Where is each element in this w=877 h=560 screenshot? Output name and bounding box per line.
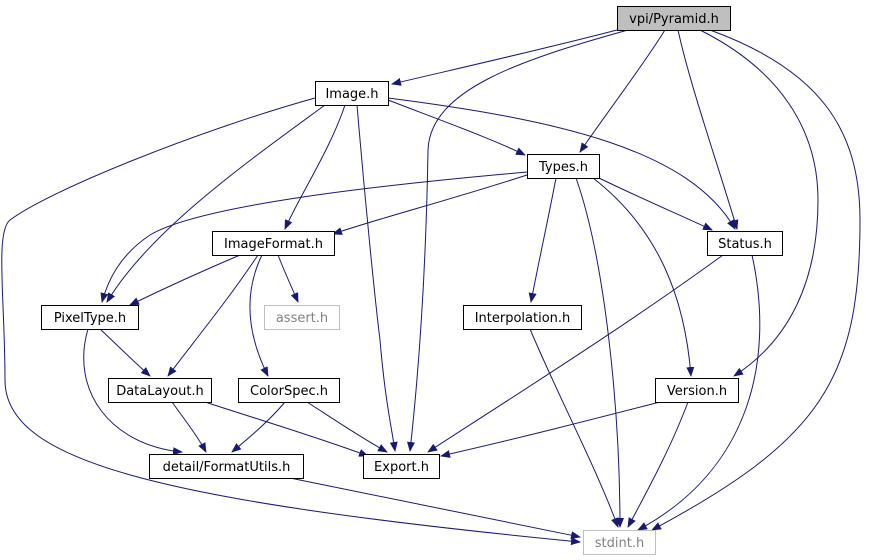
node-box	[108, 378, 212, 403]
edge-datalayout-to-export	[204, 401, 369, 457]
node-box	[617, 6, 731, 31]
edge-pyramid-to-status	[677, 29, 739, 230]
node-box	[212, 231, 335, 256]
edge-colorspec-to-export	[306, 401, 388, 453]
edge-pyramid-to-export	[407, 29, 629, 452]
edge-types-to-pixeltype	[100, 171, 528, 303]
edge-types-to-version	[592, 177, 695, 377]
edge-imageformat-to-pixeltype	[129, 254, 241, 306]
edge-status-to-stdint	[637, 254, 761, 531]
node-box	[707, 231, 783, 256]
edge-datalayout-to-formatutils	[171, 401, 207, 453]
edges-layer	[1, 29, 861, 546]
node-imageformat[interactable]: ImageFormat.h	[212, 231, 335, 256]
node-label: PixelType.h	[54, 311, 126, 326]
node-status[interactable]: Status.h	[707, 231, 783, 256]
node-box	[41, 305, 139, 330]
node-colorspec[interactable]: ColorSpec.h	[238, 378, 340, 403]
node-version[interactable]: Version.h	[655, 378, 739, 403]
node-label: ImageFormat.h	[224, 237, 323, 252]
node-label: Image.h	[325, 87, 378, 102]
node-label: Types.h	[538, 160, 588, 175]
edge-interpolation-to-stdint	[529, 328, 619, 528]
edge-imageformat-to-datalayout	[167, 254, 259, 377]
edge-version-to-stdint	[627, 401, 689, 528]
node-box	[149, 454, 304, 479]
edge-image-to-stdint	[1, 97, 581, 546]
edge-status-to-export	[427, 254, 724, 453]
edge-pyramid-to-version	[699, 29, 819, 377]
edge-pyramid-to-image	[391, 29, 618, 86]
node-box	[463, 305, 582, 330]
node-box	[363, 454, 440, 479]
edge-pixeltype-to-formatutils	[83, 328, 183, 456]
nodes-layer: vpi/Pyramid.hImage.hTypes.hImageFormat.h…	[41, 6, 783, 555]
node-box	[655, 378, 739, 403]
node-interpolation[interactable]: Interpolation.h	[463, 305, 582, 330]
node-box	[238, 378, 340, 403]
edge-types-to-stdint	[575, 177, 624, 528]
node-pixeltype[interactable]: PixelType.h	[41, 305, 139, 330]
node-label: Interpolation.h	[475, 311, 571, 326]
node-label: vpi/Pyramid.h	[629, 12, 719, 27]
node-stdint: stdint.h	[583, 530, 656, 555]
node-types[interactable]: Types.h	[527, 154, 600, 179]
node-box	[583, 530, 656, 555]
node-label: detail/FormatUtils.h	[163, 460, 291, 475]
edge-image-to-export	[356, 104, 398, 452]
node-export[interactable]: Export.h	[363, 454, 440, 479]
node-formatutils[interactable]: detail/FormatUtils.h	[149, 454, 304, 479]
node-label: assert.h	[276, 311, 328, 326]
node-label: Version.h	[667, 384, 727, 399]
edge-image-to-pixeltype	[106, 104, 326, 303]
node-box	[527, 154, 600, 179]
node-image[interactable]: Image.h	[315, 81, 389, 106]
edge-types-to-imageformat	[332, 174, 528, 235]
edge-pixeltype-to-datalayout	[99, 328, 151, 377]
edge-pyramid-to-stdint	[651, 29, 861, 531]
edge-image-to-status	[387, 97, 736, 230]
node-datalayout[interactable]: DataLayout.h	[108, 378, 212, 403]
edge-image-to-types	[387, 99, 526, 156]
node-pyramid: vpi/Pyramid.h	[617, 6, 731, 31]
node-label: stdint.h	[595, 536, 644, 551]
edge-pyramid-to-types	[579, 29, 666, 153]
edge-formatutils-to-stdint	[289, 477, 581, 540]
node-label: Status.h	[718, 237, 772, 252]
edge-imageformat-to-colorspec	[249, 254, 269, 377]
edge-types-to-interpolation	[528, 177, 557, 303]
edge-version-to-export	[440, 401, 661, 458]
edge-types-to-status	[598, 177, 713, 231]
edge-imageformat-to-assert	[277, 254, 299, 303]
edge-colorspec-to-formatutils	[231, 401, 286, 453]
node-box	[264, 305, 340, 330]
node-assert: assert.h	[264, 305, 340, 330]
edge-image-to-imageformat	[284, 104, 346, 230]
node-label: DataLayout.h	[116, 384, 204, 399]
node-label: ColorSpec.h	[250, 384, 328, 399]
node-label: Export.h	[374, 460, 429, 475]
node-box	[315, 81, 389, 106]
